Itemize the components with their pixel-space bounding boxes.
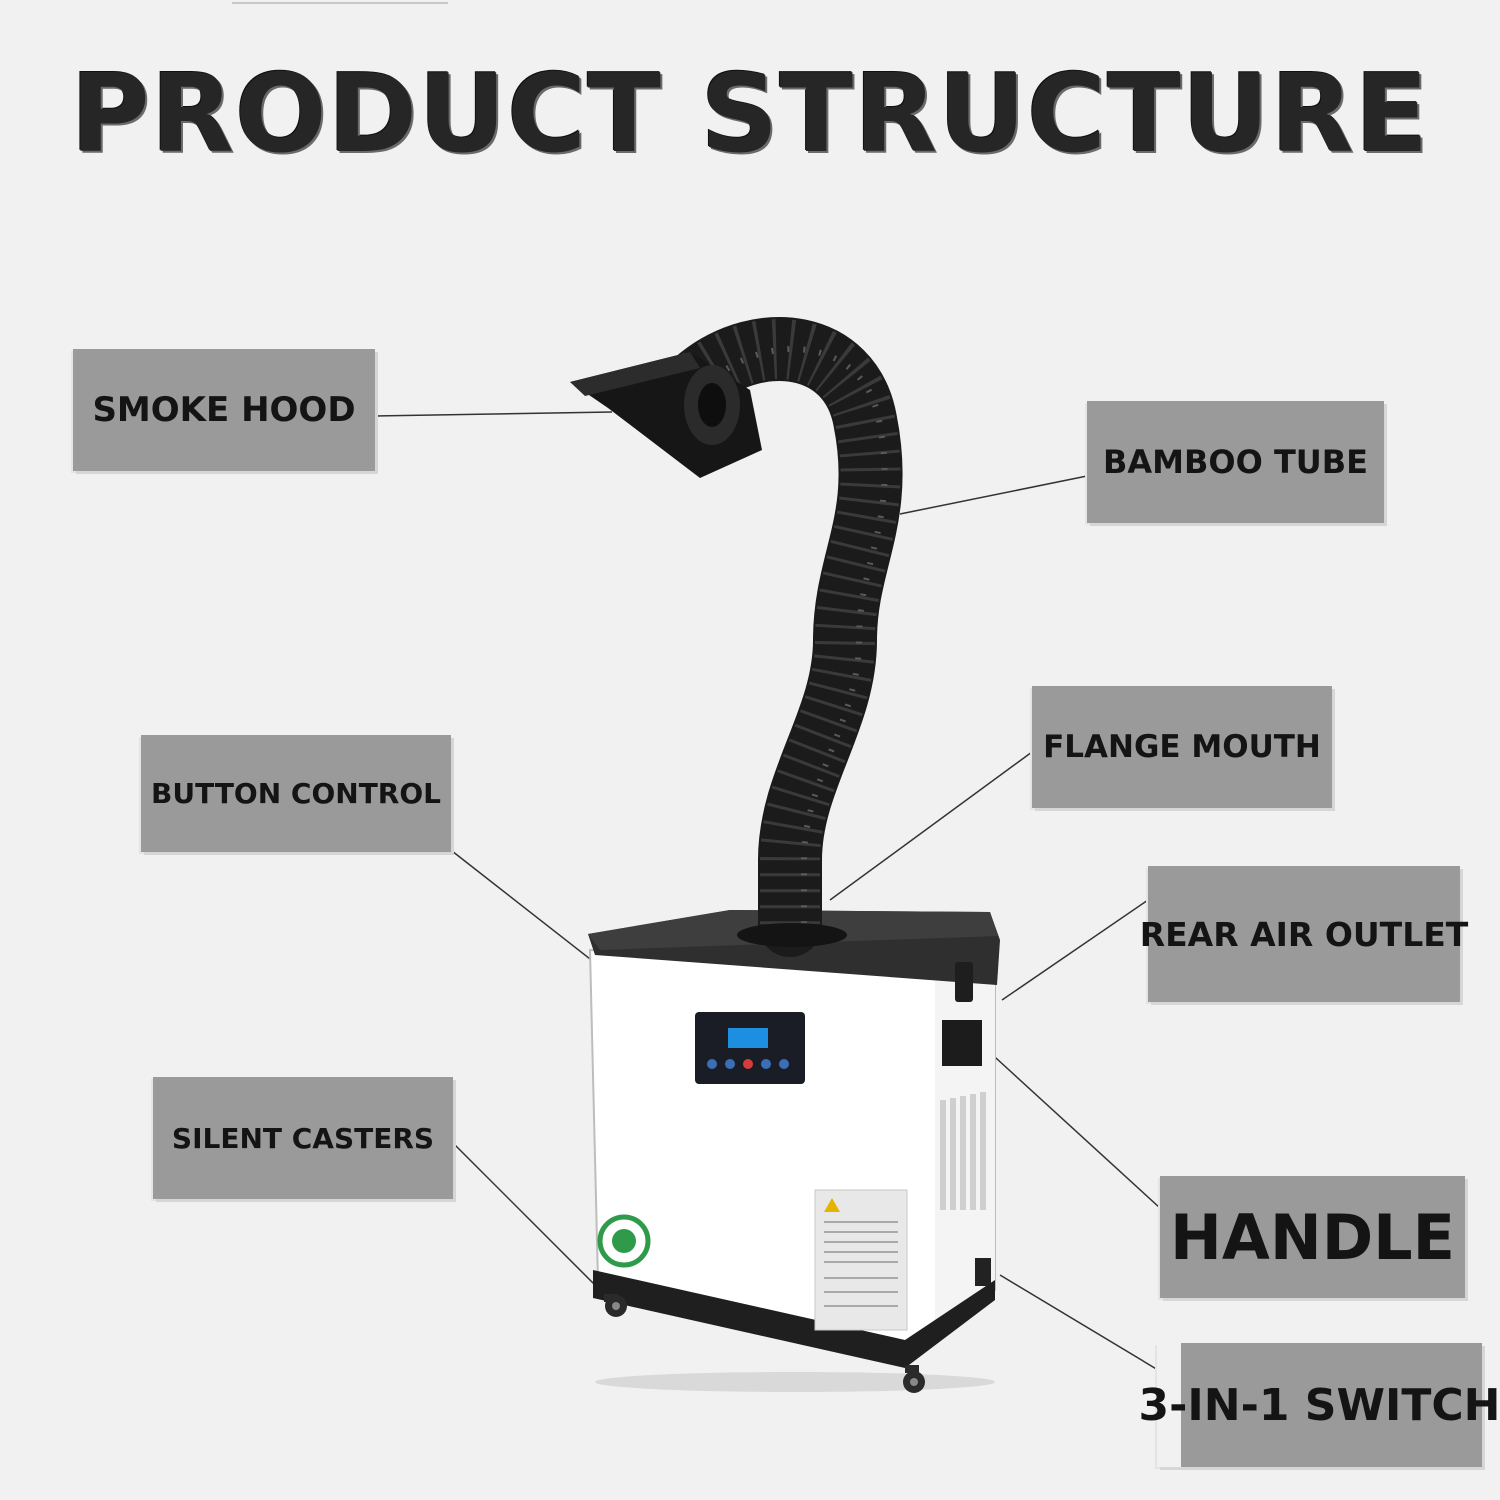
flange [737, 923, 847, 947]
leader-bamboo-tube [899, 475, 1088, 515]
handle-recess [942, 1020, 982, 1066]
callout-silent-casters-text: SILENT CASTERS [171, 1121, 435, 1155]
casters [604, 1294, 925, 1393]
callout-handle-text: HANDLE [1169, 1200, 1456, 1274]
switch-block [975, 1258, 991, 1286]
control-display [728, 1028, 768, 1048]
callout-smoke-hood-text: SMOKE HOOD [92, 390, 356, 430]
callout-smoke-hood: SMOKE HOOD [73, 349, 375, 471]
latch [955, 962, 973, 1002]
cabinet [588, 910, 1000, 1368]
callout-switch: 3-IN-1 SWITCH [1139, 1343, 1500, 1467]
callout-rear-air-outlet: REAR AIR OUTLET [1140, 866, 1468, 1002]
callout-button-control-text: BUTTON CONTROL [151, 777, 441, 810]
leader-switch [999, 1274, 1184, 1386]
rear-vents [940, 1092, 986, 1210]
callout-bamboo-tube-text: BAMBOO TUBE [1103, 443, 1368, 481]
callout-silent-casters: SILENT CASTERS [153, 1077, 453, 1199]
leader-rear-air-outlet [1001, 899, 1149, 1001]
page-title: PRODUCT STRUCTURE [70, 52, 1430, 177]
callout-handle: HANDLE [1160, 1176, 1465, 1298]
callout-button-control: BUTTON CONTROL [141, 735, 451, 852]
top-divider [232, 2, 448, 4]
leader-silent-casters [454, 1144, 609, 1299]
leader-smoke-hood [374, 411, 613, 417]
callout-flange-mouth: FLANGE MOUTH [1032, 686, 1332, 808]
bamboo-tube [668, 317, 903, 957]
floor-shadow [595, 1372, 995, 1392]
callout-bamboo-tube: BAMBOO TUBE [1087, 401, 1384, 523]
callout-flange-mouth-text: FLANGE MOUTH [1043, 729, 1321, 765]
leader-lines [374, 411, 1184, 1386]
leader-flange-mouth [829, 751, 1033, 901]
callout-rear-air-outlet-text: REAR AIR OUTLET [1139, 914, 1469, 954]
leader-handle [984, 1047, 1161, 1209]
callout-switch-text: 3-IN-1 SWITCH [1138, 1379, 1500, 1431]
smoke-hood [570, 352, 762, 478]
